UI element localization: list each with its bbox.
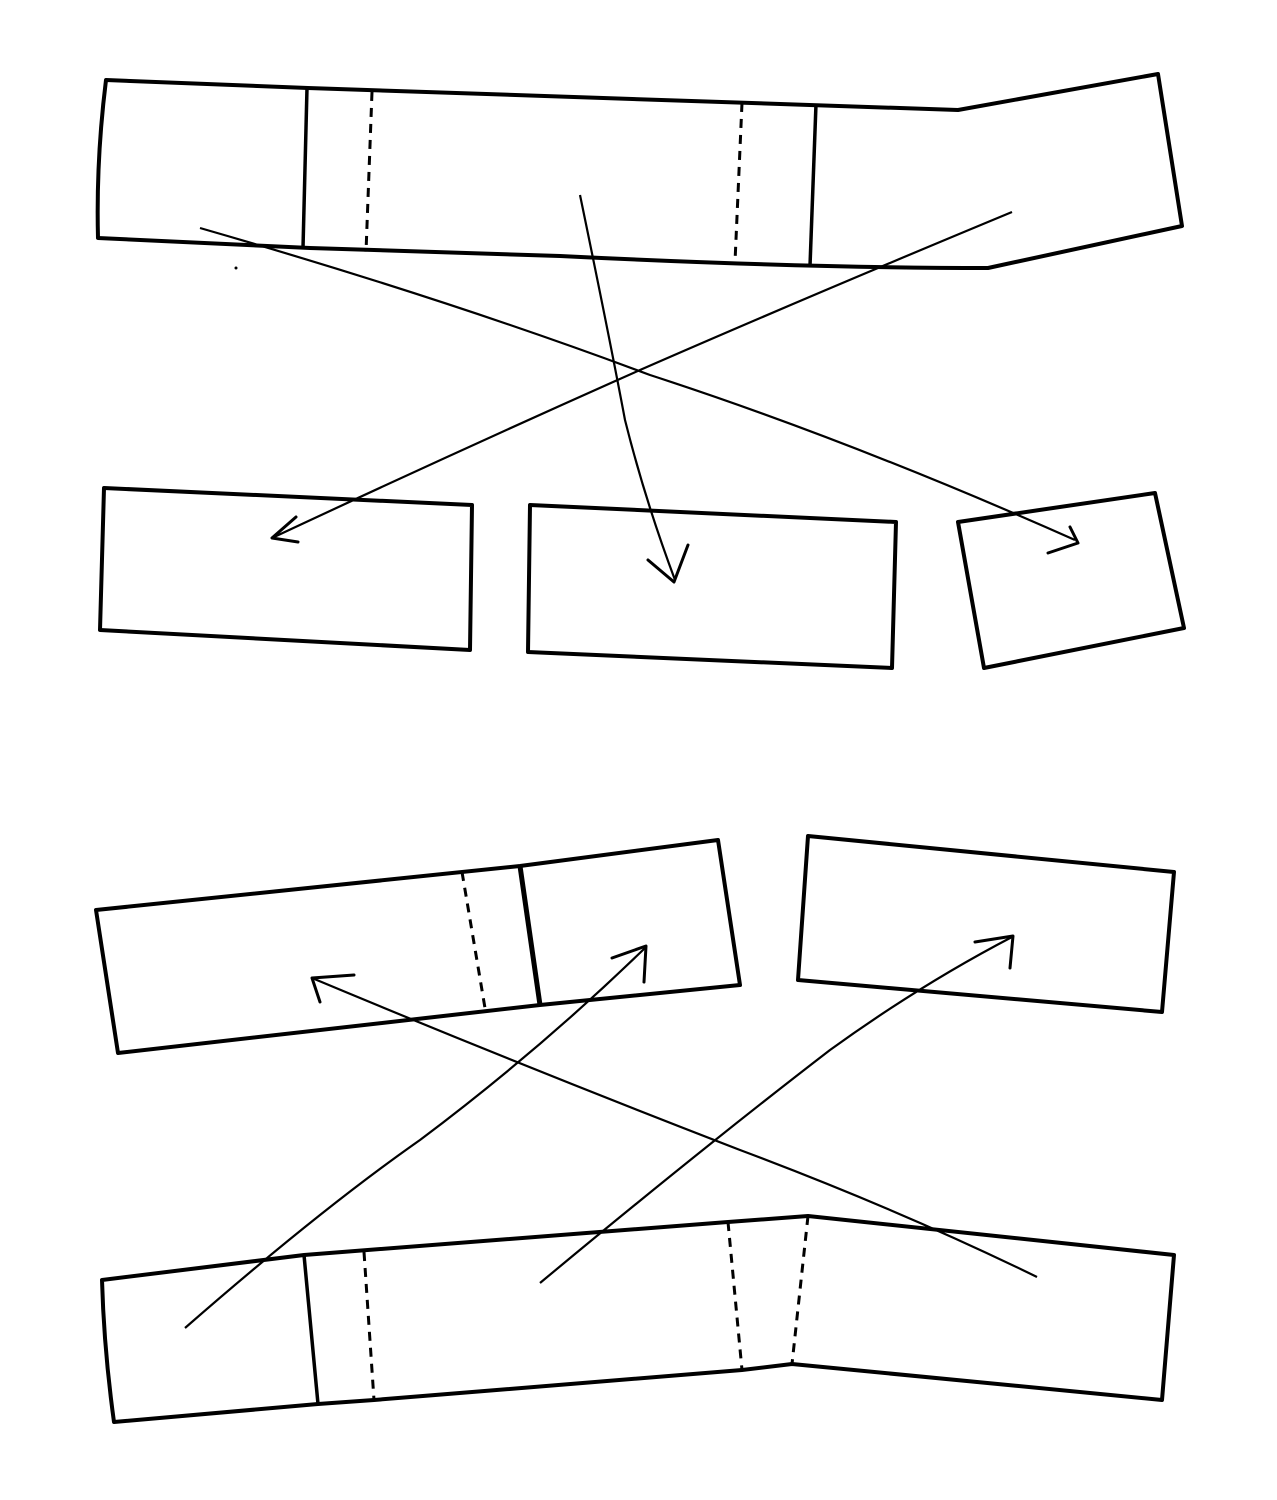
top-arrow-middle-down [578,194,677,581]
bottom-strip-dashed-divider-right-a [726,1221,744,1371]
bottom-arrow-left-up [184,947,646,1329]
top-arrow-right-to-left-head [270,515,300,544]
top-arrow-middle-down-head [646,543,690,584]
bottom-upper-dashed-divider [460,871,487,1009]
bottom-arrow-right-to-left-head [310,973,356,1004]
bottom-arrow-right-to-left [311,976,1038,1278]
top-section [95,72,1186,670]
top-strip-solid-divider-right-b [808,103,818,267]
bottom-upper-bold-divider [517,865,543,1006]
bottom-strip-solid-divider-left [302,1254,320,1405]
top-arrow-left-to-right-head [1046,525,1080,555]
top-strip-solid-divider-left [301,87,309,249]
top-strip-dashed-divider-left [364,91,374,253]
bottom-long-strip [100,1214,1176,1424]
top-arrow-right-to-left [271,210,1013,539]
top-strip-dashed-divider-right-a [733,102,744,263]
stray-dot [234,266,238,270]
top-long-strip [95,72,1184,270]
bottom-arrow-left-up-head [610,944,648,984]
top-split-box-right [956,491,1186,670]
top-arrow-left-to-right [199,226,1076,542]
bottom-strip-dashed-divider-left [362,1251,376,1401]
bottom-upper-box-right [796,834,1176,1014]
top-split-box-left [98,486,474,652]
bottom-section [94,834,1176,1424]
bottom-strip-dashed-divider-right-b [790,1215,810,1365]
top-split-box-middle [526,503,898,670]
bottom-arrow-middle-up-head [973,934,1015,970]
bottom-arrow-middle-up [539,936,1013,1284]
